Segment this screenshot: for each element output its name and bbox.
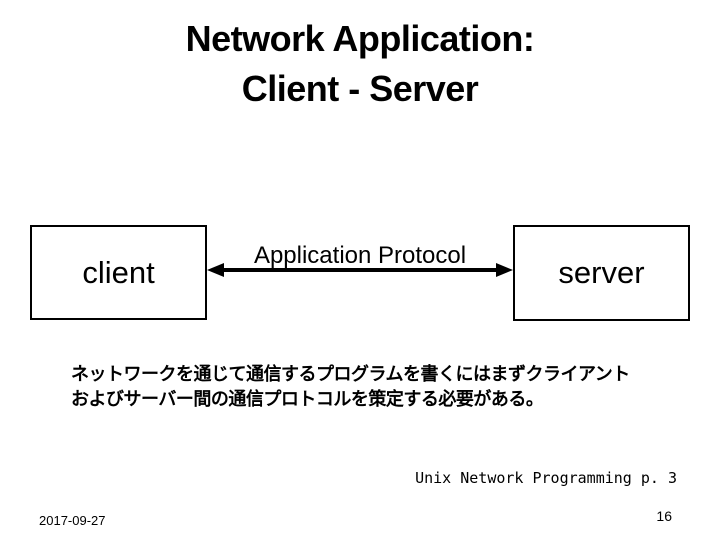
reference-citation: Unix Network Programming p. 3 <box>415 469 677 487</box>
body-text-line-1: ネットワークを通じて通信するプログラムを書くにはまずクライアント <box>71 364 630 384</box>
title-line-1: Network Application: <box>185 18 535 59</box>
double-headed-arrow-icon <box>207 263 513 277</box>
slide-title: Network Application: Client - Server <box>0 14 720 114</box>
client-box: client <box>30 225 207 320</box>
arrow-label: Application Protocol <box>253 242 467 269</box>
body-text-line-2: およびサーバー間の通信プロトコルを策定する必要がある。 <box>71 389 544 409</box>
server-box: server <box>513 225 690 321</box>
slide-number: 16 <box>656 508 672 524</box>
client-box-label: client <box>82 254 155 290</box>
title-line-2: Client - Server <box>241 68 479 109</box>
body-text: ネットワークを通じて通信するプログラムを書くにはまずクライアント およびサーバー… <box>71 362 630 412</box>
server-box-label: server <box>558 255 645 290</box>
slide-date: 2017-09-27 <box>39 513 106 528</box>
